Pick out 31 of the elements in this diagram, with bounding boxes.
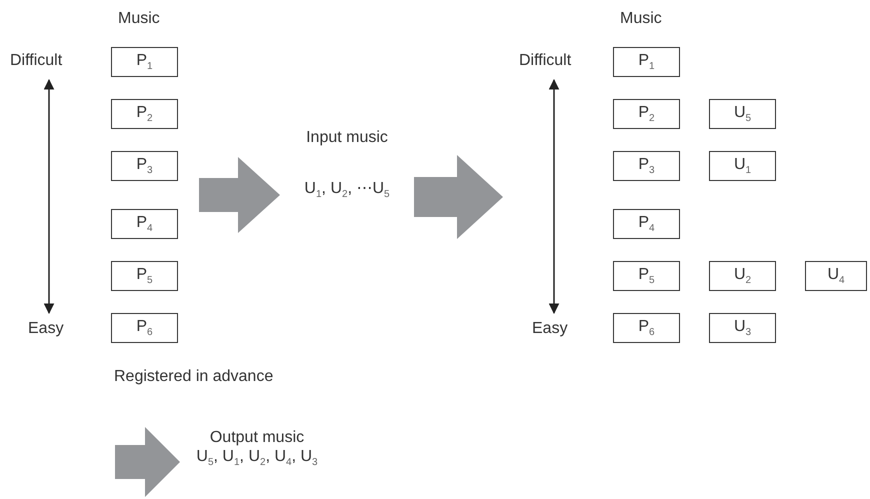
music-list: U$_{1}$, U$_{2}$, ⋯U$_{5}$ [304,179,390,202]
music-box: P$_{4}$ [111,209,178,239]
block-arrow [115,427,180,497]
heading-text: Output music [210,428,304,448]
music-box: P$_{5}$ [111,261,178,291]
music-box: P$_{5}$ [613,261,680,291]
music-box: P$_{6}$ [111,313,178,343]
music-box: U$_{2}$ [709,261,776,291]
music-box: P$_{6}$ [613,313,680,343]
music-box: U$_{3}$ [709,313,776,343]
music-box: U$_{1}$ [709,151,776,181]
music-box: P$_{2}$ [613,99,680,129]
heading-text: Input music [306,128,388,148]
music-box: P$_{3}$ [111,151,178,181]
music-list: U$_{5}$, U$_{1}$, U$_{2}$, U$_{4}$, U$_{3}$ [196,447,318,470]
music-box: P$_{1}$ [613,47,680,77]
label-text: Easy [532,319,568,338]
music-box: P$_{3}$ [613,151,680,181]
music-box: P$_{2}$ [111,99,178,129]
music-box: P$_{1}$ [111,47,178,77]
label-text: Difficult [10,51,62,70]
label-text: Difficult [519,51,572,70]
label-text: Easy [28,319,64,338]
music-box: U$_{4}$ [805,261,867,291]
music-box: U$_{5}$ [709,99,776,129]
label-text: Music [620,9,662,28]
label-text: Music [118,9,160,28]
block-arrow [199,157,280,233]
block-arrow [414,155,503,239]
music-box: P$_{4}$ [613,209,680,239]
label-text: Registered in advance [114,367,274,386]
